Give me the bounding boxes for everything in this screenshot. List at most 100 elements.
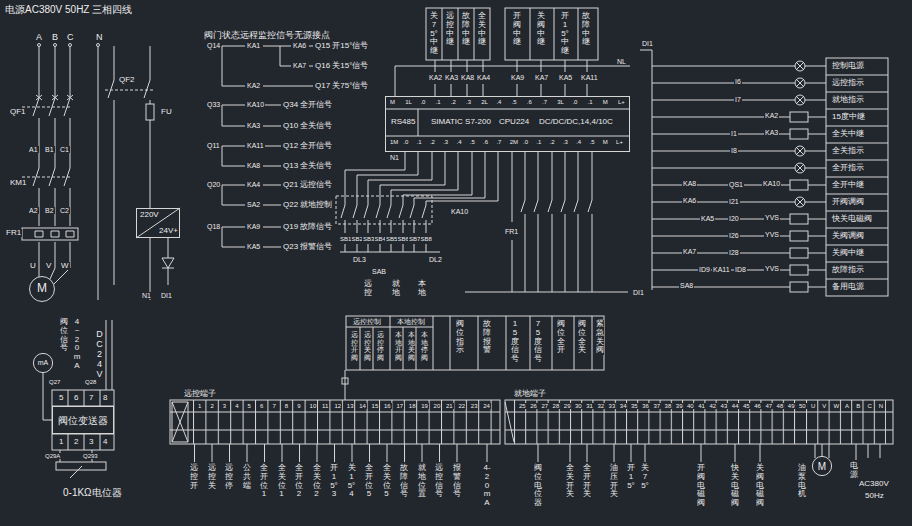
- schematic-label: 全开开关: [583, 464, 591, 499]
- schematic-label: 全关位2: [313, 464, 321, 499]
- schematic-label: 阀门状态远程监控信号无源接点: [203, 31, 331, 40]
- schematic-label: 本地控制: [396, 318, 426, 325]
- schematic-label: 电源: [850, 462, 858, 480]
- schematic-label: KA9: [510, 74, 525, 81]
- schematic-label: 开15°: [627, 464, 635, 490]
- schematic-label: 开阀电磁阀: [697, 464, 705, 508]
- schematic-label: Q34 全开信号: [282, 101, 333, 109]
- schematic-label: I20: [728, 215, 740, 222]
- schematic-label: 50: [798, 403, 807, 409]
- schematic-label: KA3: [246, 122, 261, 129]
- schematic-label: 29: [563, 403, 572, 409]
- schematic-label: 开15°中继: [561, 12, 569, 56]
- schematic-label: KA5: [558, 74, 573, 81]
- schematic-label: I26: [728, 232, 740, 239]
- schematic-label: 8: [284, 403, 289, 409]
- node-text: RS485: [390, 118, 416, 127]
- schematic-label: 5: [58, 394, 64, 402]
- schematic-label: KA5: [246, 243, 261, 250]
- schematic-label: 4~20mA: [73, 318, 81, 371]
- schematic-label: 42: [708, 403, 717, 409]
- schematic-label: Q16 关15°信号: [314, 62, 369, 70]
- schematic-label: 26: [529, 403, 538, 409]
- schematic-label: C2: [59, 207, 70, 214]
- schematic-label: .0: [419, 99, 426, 105]
- motor-circle: M: [812, 456, 832, 476]
- schematic-label: .2: [429, 139, 436, 145]
- schematic-label: L+: [615, 139, 624, 145]
- schematic-label: N1: [141, 292, 152, 299]
- schematic-label: 控制电源: [831, 62, 865, 70]
- schematic-label: Q10 全关信号: [282, 122, 333, 130]
- schematic-label: 远控控制: [352, 318, 382, 325]
- schematic-label: I21: [728, 198, 740, 205]
- schematic-label: 远控停阀: [377, 331, 384, 362]
- schematic-label: 31: [585, 403, 594, 409]
- schematic-label: SB8: [420, 236, 433, 242]
- schematic-label: 快关电磁阀: [831, 215, 873, 223]
- schematic-label: 电源AC380V 50HZ 三相四线: [4, 5, 133, 15]
- schematic-label: SAB: [371, 268, 387, 275]
- schematic-label: 就地: [392, 280, 400, 298]
- schematic-label: 18: [408, 403, 417, 409]
- schematic-label: 开阀中继: [513, 12, 521, 47]
- schematic-label: 关阀中继: [831, 249, 865, 257]
- schematic-label: 4: [102, 438, 108, 446]
- schematic-label: Q29A: [44, 453, 61, 459]
- schematic-label: YVS: [764, 214, 780, 221]
- schematic-label: KA8: [460, 74, 475, 81]
- schematic-label: 1L: [404, 99, 413, 105]
- schematic-label: 39: [675, 403, 684, 409]
- schematic-label: KA4: [476, 74, 491, 81]
- schematic-label: 远控开阀: [351, 331, 358, 362]
- schematic-label: SA2: [246, 201, 261, 208]
- schematic-label: 阀位全关: [578, 320, 586, 355]
- schematic-label: A: [35, 33, 43, 42]
- schematic-label: 远控关阀: [364, 331, 371, 362]
- schematic-label: 关75°: [641, 464, 649, 490]
- schematic-label: QS1: [728, 181, 744, 188]
- schematic-label: 故障指示: [831, 266, 865, 274]
- schematic-label: AC380V: [858, 480, 890, 488]
- schematic-label: 0-1KΩ电位器: [62, 488, 123, 498]
- schematic-label: W: [60, 262, 70, 270]
- schematic-label: 21: [445, 403, 454, 409]
- schematic-label: 就地端子: [513, 390, 547, 398]
- schematic-label: Q15 开15°信号: [314, 42, 369, 50]
- schematic-label: KA3: [764, 129, 779, 136]
- schematic-label: 48: [776, 403, 785, 409]
- schematic-label: B1: [44, 146, 55, 153]
- schematic-label: 远控停: [225, 464, 233, 490]
- schematic-label: QF1: [9, 108, 27, 116]
- schematic-label: 远控中继: [446, 12, 454, 47]
- schematic-label: .7: [495, 139, 502, 145]
- node-text: 220V: [139, 211, 160, 220]
- schematic-label: 关15°4: [348, 464, 356, 499]
- schematic-label: .0: [522, 139, 529, 145]
- schematic-label: 1: [197, 403, 202, 409]
- schematic-label: 故障信号: [400, 464, 408, 499]
- node-text: M: [36, 282, 48, 295]
- schematic-label: KA6: [292, 42, 307, 49]
- schematic-label: .0: [571, 99, 578, 105]
- schematic-label: 28: [552, 403, 561, 409]
- schematic-label: .4: [575, 139, 582, 145]
- schematic-label: KA7: [682, 248, 697, 255]
- schematic-label: 阀位信号: [60, 318, 68, 353]
- schematic-label: KA10: [246, 101, 265, 108]
- schematic-label: ID9: [698, 266, 711, 273]
- schematic-label: .1: [587, 99, 594, 105]
- schematic-label: 15度信号: [511, 320, 519, 364]
- schematic-label: 33: [608, 403, 617, 409]
- schematic-label: 1M: [389, 139, 399, 145]
- schematic-label: 49: [787, 403, 796, 409]
- schematic-label: KA8: [246, 162, 261, 169]
- schematic-label: 全关位5: [383, 464, 391, 499]
- schematic-label: Q12 全开信号: [282, 142, 333, 150]
- schematic-label: KA5: [700, 215, 715, 222]
- schematic-label: M: [389, 99, 396, 105]
- schematic-label: 关阀电磁阀: [756, 464, 764, 508]
- schematic-label: .1: [535, 139, 542, 145]
- schematic-label: C: [867, 403, 873, 409]
- schematic-label: KA4: [246, 181, 261, 188]
